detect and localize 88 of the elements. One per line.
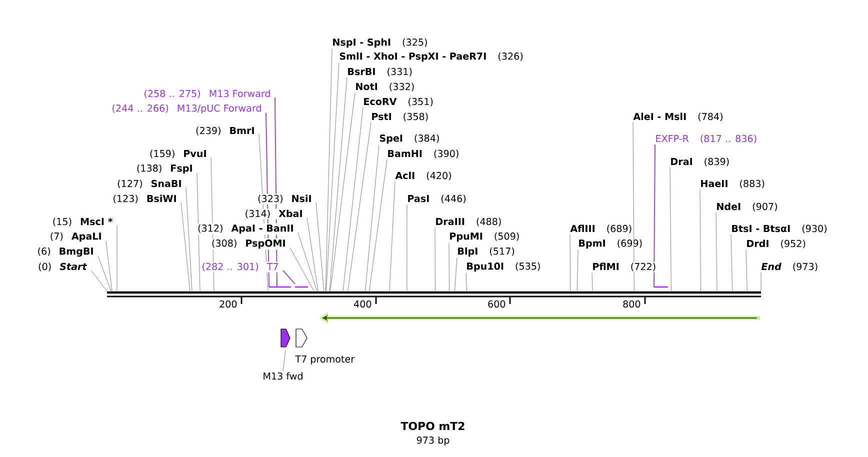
map-caption: 973 bp	[416, 436, 450, 446]
site-label: (6) BmgBI	[36, 246, 95, 258]
leader-line	[106, 240, 112, 292]
leader-line	[576, 250, 578, 292]
leader-line	[730, 234, 733, 292]
leader-line	[325, 48, 332, 292]
site-label: NotI (332)	[354, 82, 416, 92]
tick-label: 800	[623, 300, 640, 308]
leader-line	[90, 270, 108, 292]
primer-label: (258 .. 275) M13 Forward	[142, 88, 272, 100]
leader-line	[654, 144, 656, 288]
leader-line	[330, 92, 356, 292]
leader-line	[406, 204, 408, 292]
leader-line	[700, 189, 702, 292]
leader-line	[98, 256, 112, 292]
site-label: Bpu10I (535)	[465, 261, 542, 273]
site-label: (0) Start	[37, 262, 88, 272]
leader-line	[592, 272, 593, 292]
leader-line	[364, 144, 380, 292]
site-label: PstI (358)	[370, 112, 430, 122]
site-label: (127) SnaBI	[116, 178, 183, 190]
site-label: BamHI (390)	[386, 148, 460, 160]
leader-line	[632, 122, 634, 292]
site-label: BlpI (517)	[456, 246, 516, 258]
leader-line	[760, 272, 762, 292]
leader-line	[448, 242, 450, 292]
site-label: NdeI (907)	[715, 202, 779, 212]
leader-line	[290, 248, 314, 292]
tick-label: 600	[488, 300, 506, 308]
leader-line	[116, 225, 118, 292]
leader-line	[716, 212, 718, 292]
leader-line	[348, 122, 372, 292]
leader-line	[466, 272, 468, 292]
leader-line	[326, 62, 340, 292]
site-label: (123) BsiWI	[112, 194, 178, 204]
leader-line	[329, 77, 348, 292]
leader-line	[342, 107, 364, 292]
site-label: (312) ApaI - BanII	[196, 223, 295, 235]
leader-line	[186, 187, 192, 292]
leader-line	[746, 249, 748, 292]
feature-label: T7 promoter	[295, 356, 355, 364]
tick-label: 200	[220, 300, 237, 308]
leader-line	[389, 181, 396, 292]
site-label: PpuMI (509)	[448, 231, 521, 243]
site-label: SpeI (384)	[378, 133, 441, 145]
primer-label: (282 .. 301) T7	[200, 262, 280, 272]
leader-line	[282, 270, 296, 284]
site-label: HaeII (883)	[699, 178, 766, 190]
leader-line	[570, 234, 571, 292]
primer-label: (244 .. 266) M13/pUC Forward	[110, 103, 263, 115]
site-label: (138) FspI	[135, 163, 194, 175]
site-label: (15) MscI *	[51, 216, 114, 228]
site-label: BsrBI (331)	[346, 66, 414, 78]
site-label: DraIII (488)	[434, 216, 503, 228]
site-label: PflMI (722)	[591, 262, 658, 272]
leader-line	[306, 217, 318, 292]
site-label: (323) NsiI	[256, 194, 313, 204]
map-title: TOPO mT2	[400, 422, 464, 430]
leader-line	[369, 159, 388, 292]
site-label: BpmI (699)	[577, 238, 644, 250]
leader-line	[180, 202, 190, 292]
leader-line	[298, 232, 318, 292]
site-label: BtsI - BtsαI (930)	[730, 224, 828, 234]
leader-line	[282, 350, 286, 372]
leader-line	[196, 172, 200, 292]
site-label: (239) BmrI	[194, 126, 256, 136]
site-label: NspI - SphI (325)	[331, 37, 429, 49]
leader-line	[670, 167, 672, 292]
site-label: (7) ApaLI	[48, 231, 103, 243]
site-label: AflIII (689)	[569, 224, 634, 234]
site-label: End (973)	[760, 262, 820, 272]
site-label: SmlI - XhoI - PspXI - PaeR7I (326)	[338, 51, 524, 63]
primer-arrow	[280, 328, 290, 348]
site-label: EcoRV (351)	[362, 96, 434, 108]
site-label: (314) XbaI	[244, 208, 304, 220]
primer-label: EXFP-R (817 .. 836)	[654, 134, 758, 144]
site-label: (159) PvuI	[148, 148, 208, 160]
site-label: DraI (839)	[669, 156, 731, 168]
site-label: (308) PspOMI	[210, 238, 287, 250]
site-label: DrdI (952)	[745, 238, 807, 250]
tick-label: 400	[354, 300, 372, 308]
site-label: AclI (420)	[394, 170, 453, 182]
site-label: AleI - MslI (784)	[632, 112, 724, 122]
leader-line	[454, 258, 458, 292]
leader-line	[316, 202, 324, 292]
feature-label: M13 fwd	[264, 372, 302, 380]
leader-line	[434, 227, 436, 292]
site-label: PasI (446)	[406, 194, 468, 204]
